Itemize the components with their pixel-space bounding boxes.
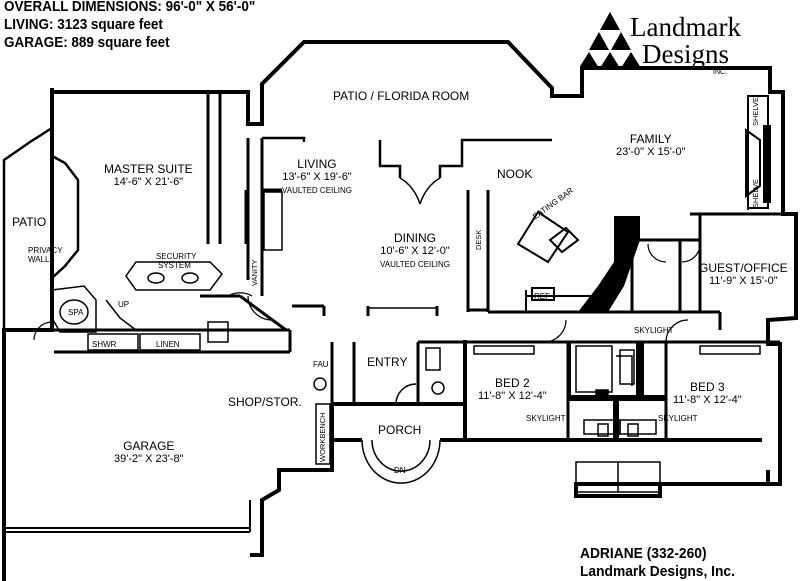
room-bed-3: BED 3 11'-8" X 12'-4" [673,380,742,407]
kitchen-counter [578,216,640,312]
label-up: UP [118,300,130,309]
room-guest-office: GUEST/OFFICE 11'-9" X 15'-0" [699,261,788,288]
label-shelve-2: SHELVE [751,178,760,208]
patio-outline [2,126,80,330]
guest-walls [630,212,783,330]
label-privacy: PRIVACY [28,246,63,255]
label-down: DN [394,466,406,475]
logo-line-1: Landmark [630,12,741,42]
label-desk: DESK [474,229,483,250]
room-dining: DINING 10'-6" X 12'-0" VAULTED CEILING [380,231,450,270]
family-shelves [745,95,771,210]
french-doors [399,177,441,205]
garage-door [3,500,251,581]
room-nook: NOOK [497,167,533,181]
room-living: LIVING 13'-6" X 19'-6" VAULTED CEILING [282,157,352,196]
label-skylight-left: SKYLIGHT [526,414,566,423]
label-system: SYSTEM [158,261,191,270]
logo-inc: INC. [713,69,727,76]
company-name: Landmark Designs, Inc. [580,563,735,580]
label-ref: REF [534,292,550,301]
living-area: LIVING: 3123 square feet [4,17,163,33]
porch-door [313,347,445,484]
kitchen [516,210,600,312]
living-dining-walls [244,188,720,316]
label-workbench: WORKBENCH [318,412,327,462]
room-porch: PORCH [378,423,422,437]
room-family: FAMILY 23'-0" X 15'-0" [616,132,686,159]
room-bed-2: BED 2 11'-8" X 12'-4" [478,376,547,403]
master-walls [54,92,290,354]
room-garage: GARAGE 39'-2" X 23'-8" [114,439,184,466]
label-linen: LINEN [156,340,180,349]
garage-area: GARAGE: 889 square feet [4,35,170,51]
room-shop-storage: SHOP/STOR. [228,395,302,409]
landmark-logo-icon [580,12,640,68]
exterior-walls [2,40,798,581]
label-skylight-top: SKYLIGHT [634,326,674,335]
room-entry: ENTRY [367,355,408,369]
label-vanity: VANITY [250,259,259,286]
entry-walls [288,330,465,404]
room-master-suite: MASTER SUITE 14'-6" X 21'-6" [104,162,193,189]
master-bath-fixtures [51,261,229,351]
door-swings [33,243,701,343]
label-fau: FAU [313,360,329,369]
florida-room-walls [262,136,552,178]
label-security: SECURITY [156,252,197,261]
label-shower: SHWR [92,340,117,349]
bedroom-walls [465,340,780,440]
bedroom-fixtures [473,345,761,493]
label-wall: WALL [28,255,50,264]
logo-line-2: Designs [642,39,729,69]
label-shelve-1: SHELVE [751,96,760,126]
room-patio-florida: PATIO / FLORIDA ROOM [333,89,470,103]
room-patio: PATIO [12,215,47,229]
label-spa: SPA [68,308,84,317]
label-skylight-right: SKYLIGHT [658,414,698,423]
overall-dimensions: OVERALL DIMENSIONS: 96'-0" X 56'-0" [4,0,256,15]
plan-name: ADRIANE (332-260) [580,545,707,562]
